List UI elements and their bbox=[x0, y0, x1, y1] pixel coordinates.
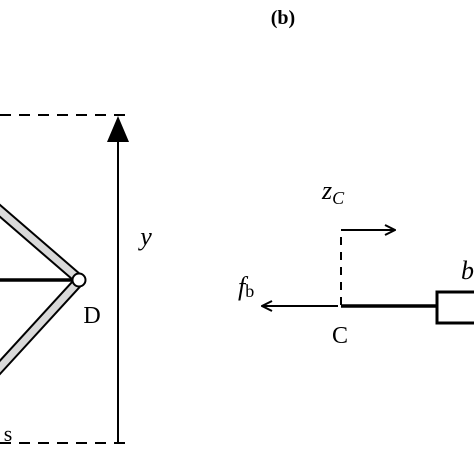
fb-label-subscript: b bbox=[245, 281, 254, 301]
fb-label: fb bbox=[238, 272, 254, 301]
point-label-c: C bbox=[332, 323, 348, 349]
block-label-partial: b bbox=[461, 256, 474, 285]
panel-label-b: (b) bbox=[271, 7, 295, 29]
y-axis-arrowhead bbox=[107, 116, 129, 142]
lower-link bbox=[0, 277, 83, 373]
partial-label-bottom-left: s bbox=[4, 421, 13, 446]
upper-link bbox=[0, 206, 83, 283]
zc-label-subscript: C bbox=[332, 188, 345, 208]
y-axis-label: y bbox=[137, 222, 152, 251]
fb-label-main: f bbox=[238, 272, 249, 301]
zc-label-main: z bbox=[321, 176, 332, 205]
point-label-d: D bbox=[83, 303, 100, 329]
block-b bbox=[435, 290, 474, 325]
joint-d bbox=[71, 272, 87, 288]
zc-label: zC bbox=[321, 176, 345, 208]
